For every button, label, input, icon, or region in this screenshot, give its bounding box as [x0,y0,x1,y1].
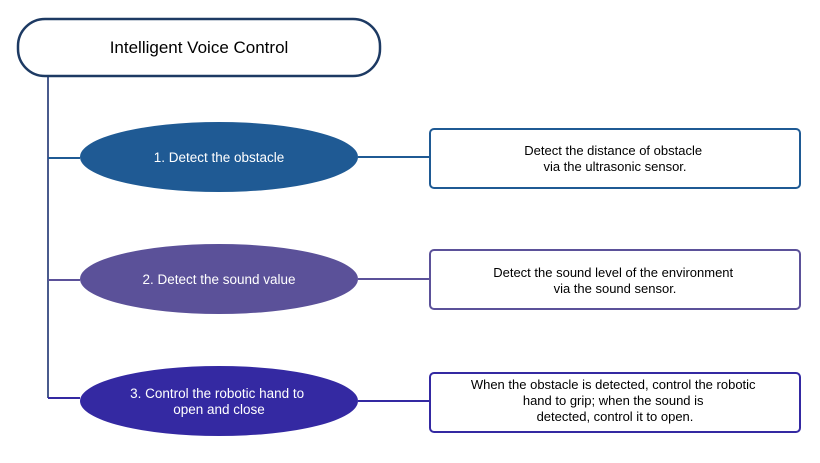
step-label-3-line-2: open and close [173,402,265,417]
step-ellipse-3 [80,366,358,436]
description-1-line-2: via the ultrasonic sensor. [543,159,686,174]
description-box-1 [429,128,801,189]
step-ellipse-2 [80,244,358,314]
description-2: Detect the sound level of the environmen… [493,265,737,296]
description-2-line-1: Detect the sound level of the environmen… [493,265,733,280]
description-3: When the obstacle is detected, control t… [471,377,759,424]
step-label-1-line-1: 1. Detect the obstacle [154,150,285,165]
step-label-3-line-1: 3. Control the robotic hand to [130,386,304,401]
step-label-2: 2. Detect the sound value [142,272,295,287]
description-box-2 [429,249,801,310]
step-label-3: 3. Control the robotic hand to open and … [130,386,308,417]
description-3-line-2: hand to grip; when the sound is [523,393,704,408]
title-box [16,17,382,78]
description-1: Detect the distance of obstacle via the … [524,143,705,174]
step-label-1: 1. Detect the obstacle [154,150,285,165]
description-1-line-1: Detect the distance of obstacle [524,143,702,158]
description-2-line-2: via the sound sensor. [554,281,677,296]
step-ellipse-1 [80,122,358,192]
step-label-2-line-1: 2. Detect the sound value [142,272,295,287]
description-box-3 [429,372,801,433]
description-3-line-1: When the obstacle is detected, control t… [471,377,756,392]
title-text: Intelligent Voice Control [110,38,289,57]
description-3-line-3: detected, control it to open. [537,409,694,424]
